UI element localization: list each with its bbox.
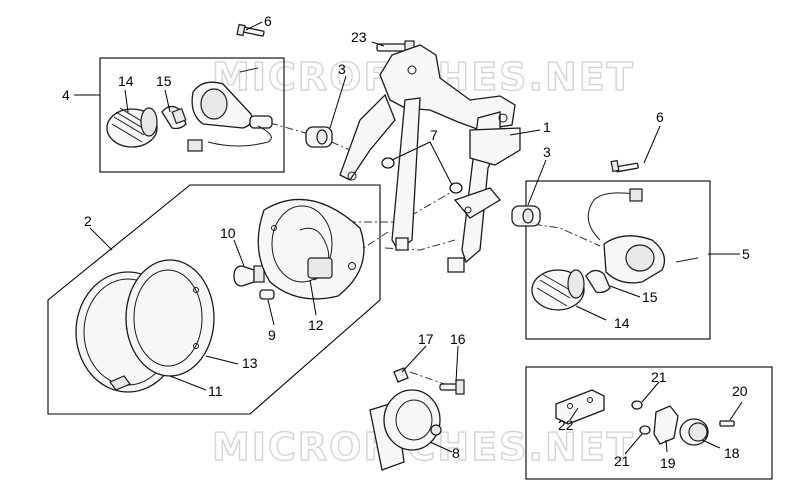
callout-1: 1	[543, 119, 551, 135]
callout-6-top: 6	[264, 13, 272, 29]
nut-7-right	[449, 182, 463, 194]
frame-rear-left-indicator	[99, 57, 285, 173]
callout-9: 9	[268, 327, 276, 343]
bracket-22	[555, 389, 605, 425]
indicator-body-left	[187, 67, 273, 152]
callout-22: 22	[558, 417, 574, 433]
callout-21-bottom: 21	[614, 453, 630, 469]
horn-8	[369, 367, 442, 471]
headlight-bracket-1	[339, 44, 521, 273]
headlight-shell-12	[257, 198, 365, 300]
callout-12: 12	[308, 317, 324, 333]
parking-bulb-9	[259, 289, 275, 300]
grommet-3-right	[511, 205, 541, 227]
callout-14-right: 14	[614, 315, 630, 331]
callout-16: 16	[450, 331, 466, 347]
frame-headlight	[47, 184, 381, 415]
callout-15-left: 15	[156, 73, 172, 89]
callout-5: 5	[742, 246, 750, 262]
frame-front-right-indicator	[525, 180, 711, 340]
callout-14-left: 14	[118, 73, 134, 89]
indicator-lens-left	[106, 107, 158, 148]
headlight-bulb-10	[233, 265, 265, 287]
callout-2: 2	[84, 213, 92, 229]
nuts-21	[631, 400, 651, 435]
right-indicator-assembly	[531, 188, 699, 311]
screw-20	[719, 420, 735, 427]
clip-19	[653, 405, 679, 445]
callout-20: 20	[732, 383, 748, 399]
bolt-16	[439, 379, 465, 395]
nut-7-left	[381, 157, 395, 169]
callout-3-left: 3	[338, 61, 346, 77]
indicator-body-right	[587, 188, 699, 284]
callout-15-right: 15	[642, 289, 658, 305]
callout-11: 11	[208, 383, 223, 399]
callout-4: 4	[62, 87, 70, 103]
frame-bracket-kit	[525, 366, 773, 480]
callouts: 6 23 3 4 14 15 1 7 3 6 2 10 5 15 9 12 14…	[62, 13, 750, 471]
callout-21-top: 21	[651, 369, 667, 385]
screw-6-top	[236, 23, 265, 37]
left-indicator-assembly	[106, 67, 273, 152]
headlight-reflector-13	[125, 259, 215, 377]
buzzer-18	[679, 418, 709, 446]
indicator-bulb-left	[161, 105, 187, 130]
callout-18: 18	[724, 445, 740, 461]
callout-23: 23	[351, 29, 367, 45]
callout-10: 10	[220, 225, 236, 241]
indicator-lens-right	[531, 269, 585, 311]
callout-3-right: 3	[543, 144, 551, 160]
callout-6-right: 6	[656, 109, 664, 125]
screw-6-right	[610, 159, 639, 173]
indicator-bulb-right	[585, 269, 611, 294]
callout-13: 13	[242, 355, 258, 371]
callout-7: 7	[430, 127, 438, 143]
callout-17: 17	[418, 331, 434, 347]
callout-8: 8	[452, 445, 460, 461]
group-frames	[47, 57, 773, 480]
leader-lines	[74, 21, 743, 455]
grommet-3-left	[305, 126, 333, 148]
callout-19: 19	[660, 455, 676, 471]
